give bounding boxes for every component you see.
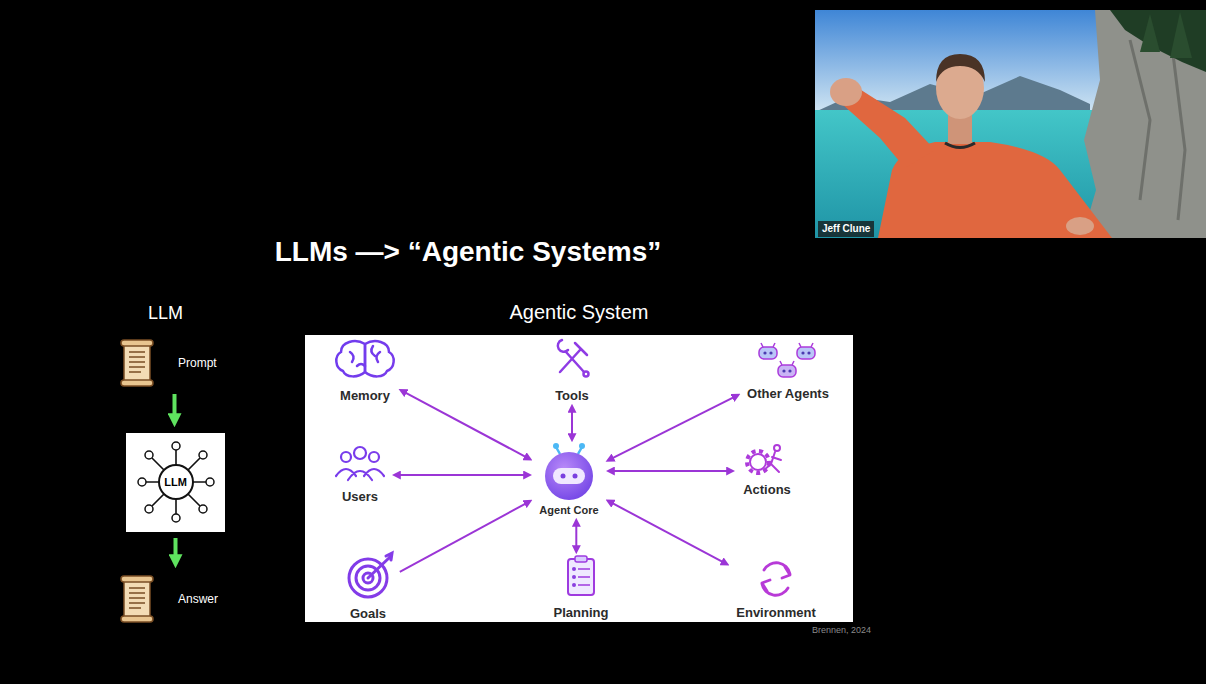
- scroll-icon: [121, 340, 153, 386]
- memory-node: Memory: [333, 338, 397, 404]
- scroll-icon: [121, 576, 153, 622]
- planning-icon: [568, 556, 594, 595]
- connector-arrow: [613, 470, 728, 472]
- agentic-system-panel: Agentic SystemMemoryToolsOther AgentsUse…: [305, 335, 853, 622]
- node-label: Answer: [178, 574, 218, 624]
- node-label: Tools: [555, 388, 589, 404]
- users-icon: [336, 447, 384, 480]
- slide-title: LLMs —> “Agentic Systems”: [168, 234, 768, 270]
- llm-box: LLM: [126, 433, 225, 532]
- memory-icon: [336, 341, 393, 376]
- connector-arrow: [400, 503, 526, 572]
- speaker-name-tag: Jeff Clune: [818, 221, 874, 237]
- planning-node: Planning: [549, 556, 614, 621]
- connector-arrow: [173, 394, 177, 416]
- llm-network-icon: [126, 433, 225, 532]
- agent-core-node: Agent Core: [534, 444, 604, 516]
- other-agents-node: Other Agents: [742, 338, 834, 402]
- node-label: Actions: [743, 482, 791, 498]
- node-label: Agent Core: [539, 503, 598, 517]
- node-label: Other Agents: [747, 386, 829, 402]
- node-label: Goals: [350, 606, 386, 622]
- actions-node: Actions: [737, 442, 797, 498]
- agent-core-icon: [545, 443, 593, 500]
- node-label: Planning: [554, 605, 609, 621]
- other-agents-icon: [759, 343, 815, 377]
- connector-arrow: [575, 525, 577, 547]
- source-credit: Brennen, 2024: [812, 625, 871, 636]
- environment-icon: [762, 563, 790, 596]
- node-label: Environment: [736, 605, 815, 621]
- goals-icon: [349, 553, 392, 597]
- connector-arrow: [405, 392, 526, 457]
- panel-ground: [305, 335, 853, 622]
- tools-node: Tools: [542, 340, 602, 402]
- goals-node: Goals: [338, 556, 398, 622]
- node-label: LLM: [164, 433, 187, 532]
- environment-node: Environment: [731, 560, 821, 621]
- connector-arrow: [612, 503, 723, 562]
- connector-arrow: [612, 397, 734, 458]
- users-node: Users: [330, 445, 390, 505]
- answer-node: Answer: [118, 574, 225, 624]
- panel-heading: Agentic System: [305, 299, 853, 325]
- connector-arrow: [174, 538, 178, 557]
- actions-icon: [747, 445, 781, 473]
- node-label: Prompt: [178, 338, 217, 388]
- column-heading: LLM: [148, 302, 183, 324]
- prompt-node: Prompt: [118, 338, 223, 388]
- tools-icon: [558, 340, 589, 377]
- webcam-view: [815, 10, 1206, 238]
- connector-arrow: [571, 411, 573, 435]
- node-label: Memory: [340, 388, 390, 404]
- connector-arrow: [399, 474, 525, 476]
- node-label: Users: [342, 489, 378, 505]
